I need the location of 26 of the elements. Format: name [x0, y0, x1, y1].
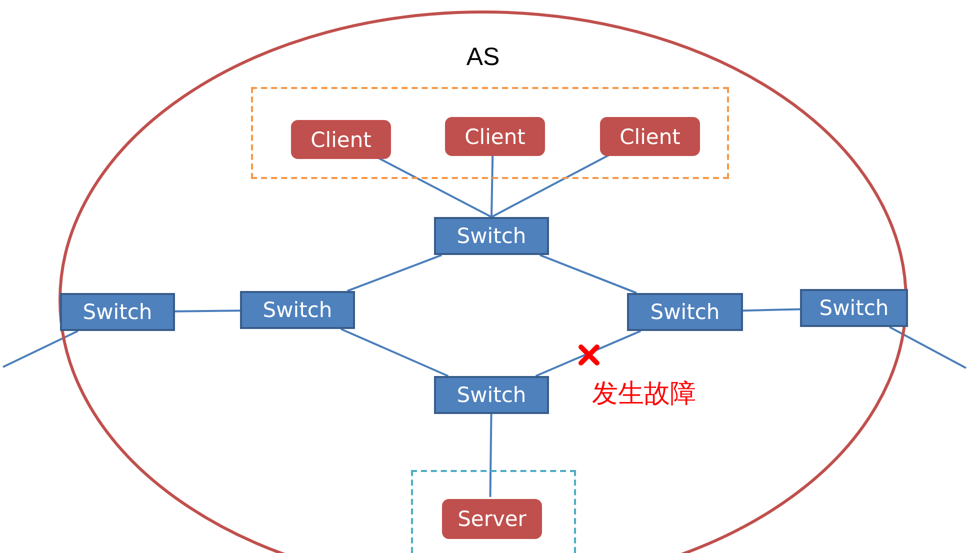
switch-box: Switch	[627, 293, 743, 331]
link-line	[540, 254, 637, 294]
switch-box: Switch	[434, 217, 549, 255]
fault-note: 发生故障	[592, 378, 696, 411]
link-line	[889, 326, 966, 369]
link-line	[491, 153, 612, 218]
host-box: Client	[445, 117, 545, 156]
switch-box: Switch	[434, 376, 549, 414]
link-line	[346, 254, 442, 292]
link-line	[489, 414, 492, 497]
group-box	[411, 470, 576, 553]
network-title: AS	[465, 43, 501, 72]
host-box: Server	[442, 499, 542, 539]
switch-box: Switch	[800, 289, 908, 327]
group-box	[251, 87, 729, 179]
link-line	[490, 154, 494, 217]
switch-box: Switch	[60, 293, 175, 331]
host-box: Client	[600, 117, 700, 156]
link-line	[175, 310, 240, 312]
switch-box: Switch	[240, 291, 355, 329]
host-box: Client	[291, 120, 391, 159]
link-line	[2, 330, 78, 368]
link-line	[376, 156, 492, 218]
link-line	[340, 328, 449, 377]
link-line	[535, 330, 642, 377]
link-line	[742, 308, 800, 312]
